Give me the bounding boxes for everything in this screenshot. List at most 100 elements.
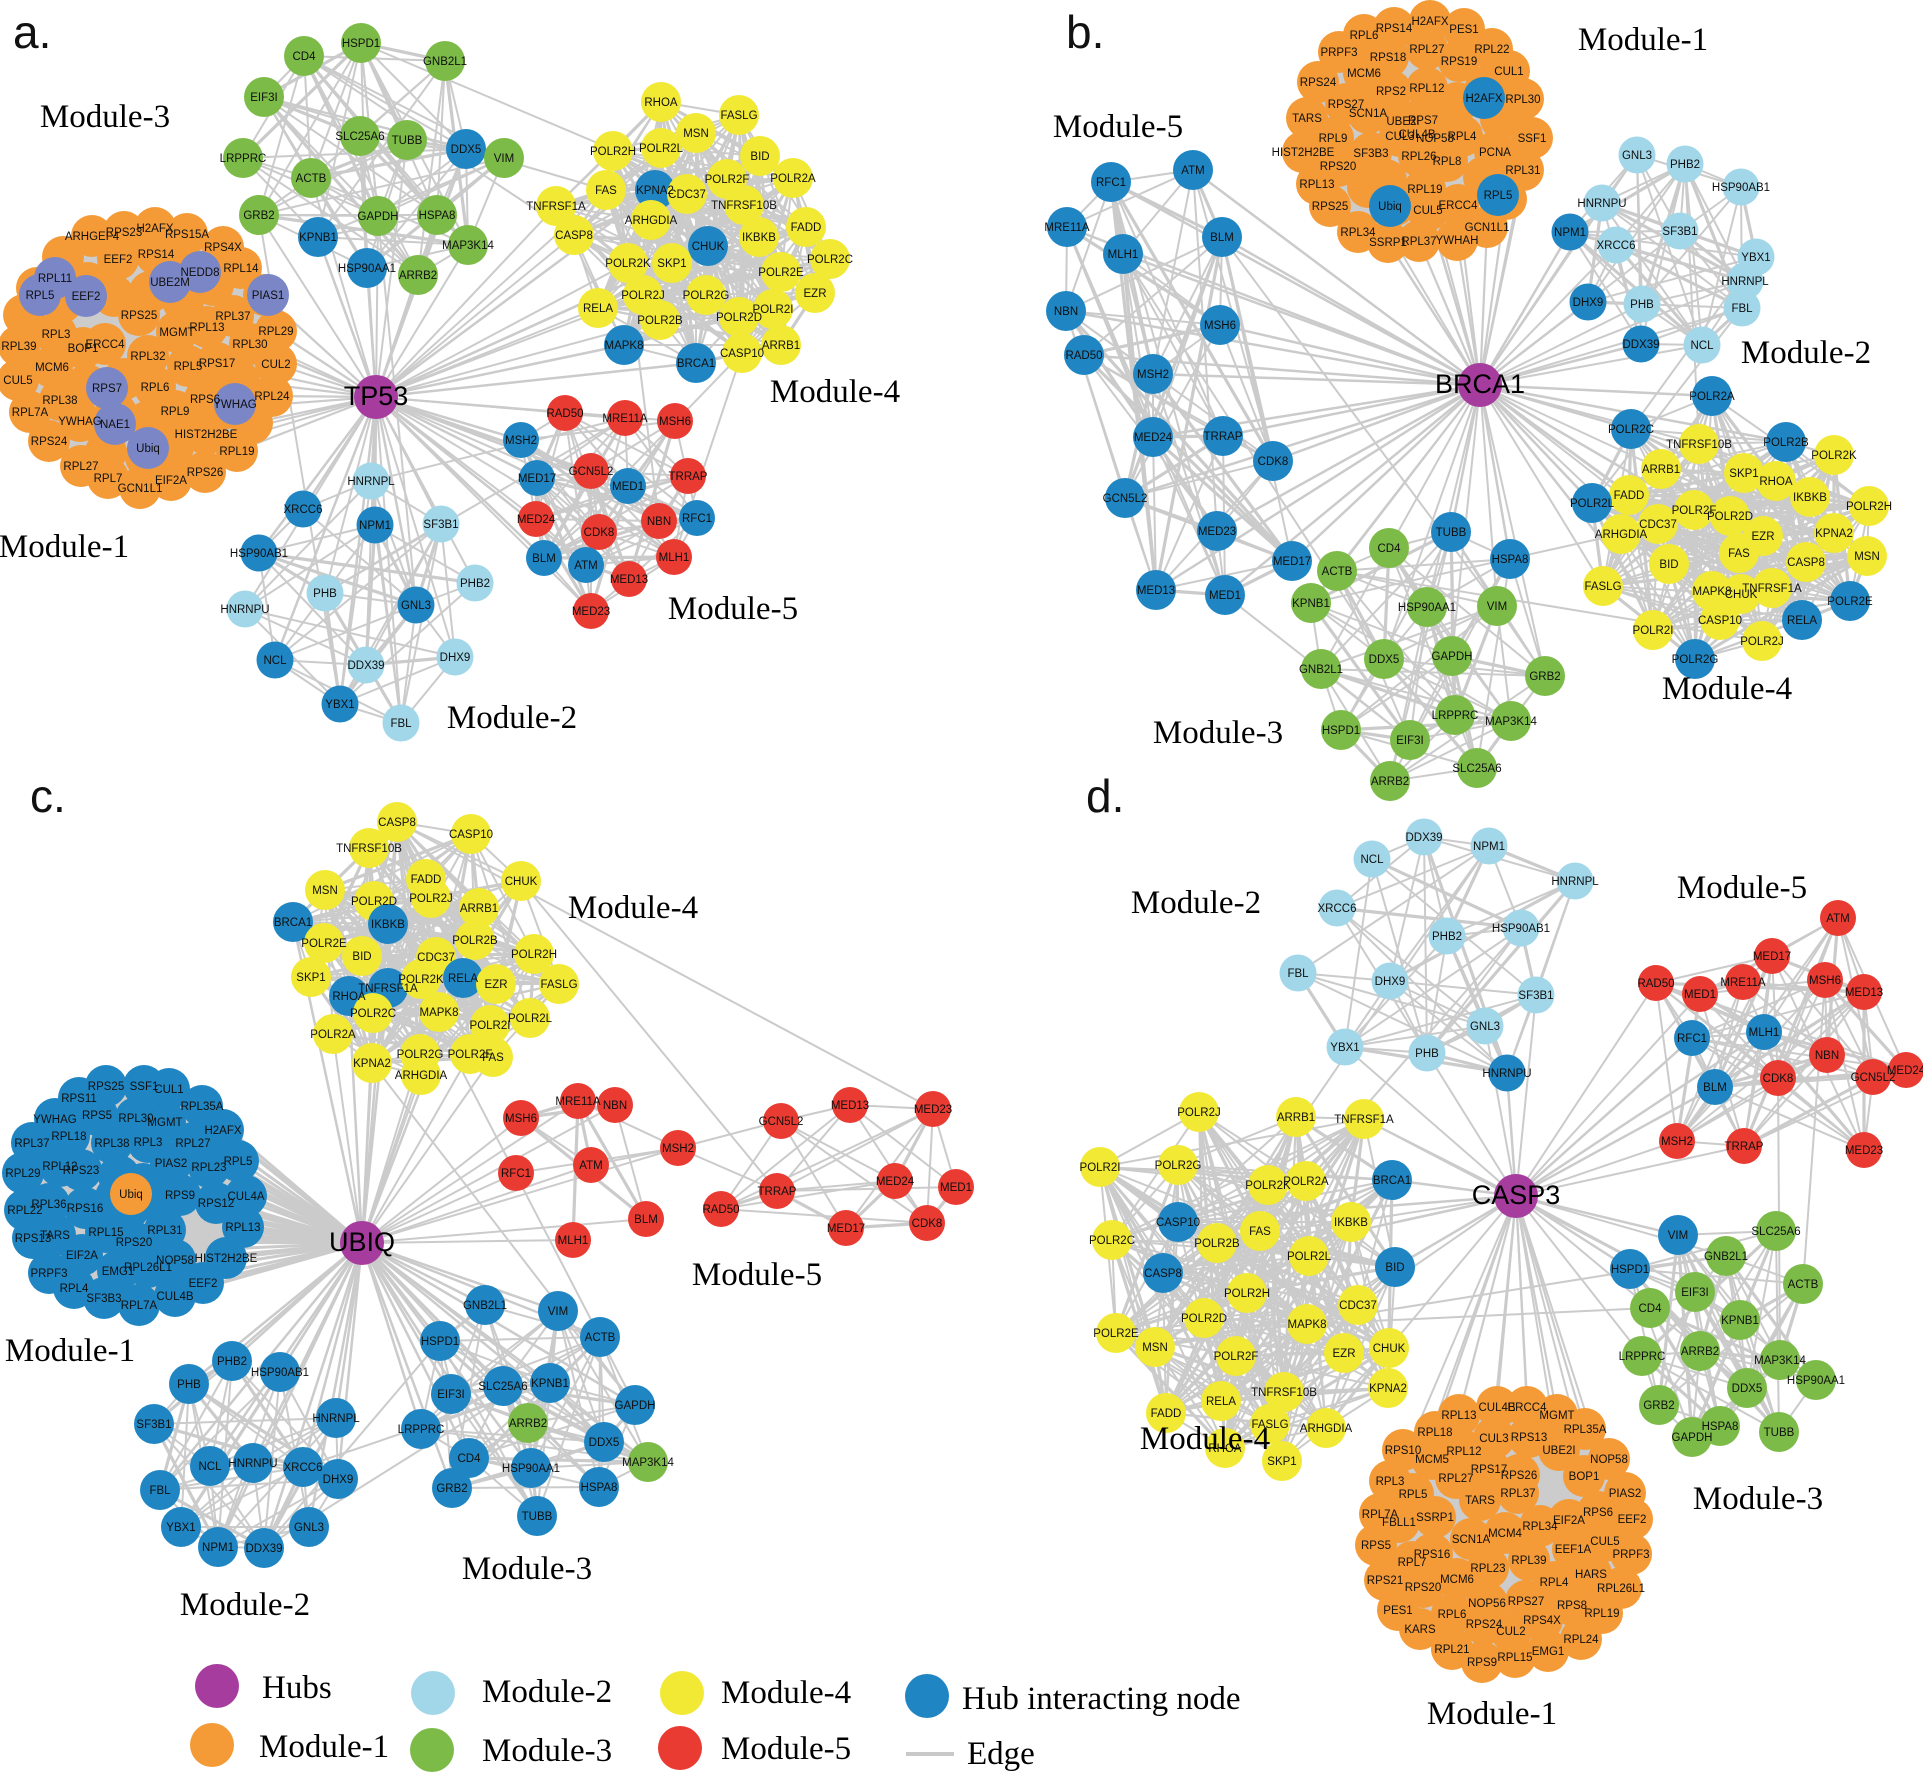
svg-text:MAPK8: MAPK8 <box>605 340 644 352</box>
svg-text:HSP90AB1: HSP90AB1 <box>1712 182 1770 194</box>
svg-text:NBN: NBN <box>647 516 671 528</box>
svg-text:Module-1: Module-1 <box>1427 1696 1557 1732</box>
svg-text:MRE11A: MRE11A <box>602 413 647 425</box>
svg-text:RPS20: RPS20 <box>1320 161 1356 173</box>
svg-text:CUL2: CUL2 <box>261 359 290 371</box>
svg-text:GCN5L2: GCN5L2 <box>1103 493 1148 505</box>
svg-text:RPS7: RPS7 <box>1408 115 1438 127</box>
svg-text:RHOA: RHOA <box>1208 1443 1242 1455</box>
svg-text:RPL6: RPL6 <box>1438 1609 1467 1621</box>
svg-text:GCN5L2: GCN5L2 <box>759 1116 804 1128</box>
svg-text:DDX5: DDX5 <box>1732 1383 1763 1395</box>
svg-text:RPL39: RPL39 <box>1 341 36 353</box>
svg-text:VIM: VIM <box>548 1306 568 1318</box>
svg-text:SSRP1: SSRP1 <box>1369 237 1407 249</box>
svg-text:CD4: CD4 <box>292 51 316 63</box>
svg-text:MED13: MED13 <box>610 574 648 586</box>
svg-text:RPL37: RPL37 <box>1500 1488 1535 1500</box>
svg-text:RPL24: RPL24 <box>254 391 290 403</box>
svg-text:MAP3K14: MAP3K14 <box>1754 1355 1806 1367</box>
svg-text:SKP1: SKP1 <box>1729 468 1758 480</box>
svg-text:RPS24: RPS24 <box>31 436 68 448</box>
svg-text:RPL4: RPL4 <box>1448 131 1477 143</box>
svg-text:CDK8: CDK8 <box>912 1218 943 1230</box>
svg-text:PHB: PHB <box>1415 1048 1439 1060</box>
svg-text:H2AFX: H2AFX <box>1465 93 1502 105</box>
svg-text:POLR2E: POLR2E <box>1093 1328 1139 1340</box>
svg-text:DDX39: DDX39 <box>1622 339 1659 351</box>
svg-text:RPL27: RPL27 <box>63 461 98 473</box>
svg-text:YBX1: YBX1 <box>1330 1042 1359 1054</box>
svg-text:LRPPRC: LRPPRC <box>1619 1351 1666 1363</box>
svg-text:RPL19: RPL19 <box>1407 184 1442 196</box>
svg-text:POLR2J: POLR2J <box>1177 1107 1220 1119</box>
svg-text:RPL3: RPL3 <box>1376 1476 1405 1488</box>
svg-text:GRB2: GRB2 <box>436 1483 467 1495</box>
svg-text:FASLG: FASLG <box>720 110 757 122</box>
svg-text:EZR: EZR <box>1333 1348 1356 1360</box>
svg-text:DHX9: DHX9 <box>1375 976 1406 988</box>
svg-text:CASP10: CASP10 <box>449 829 493 841</box>
svg-text:d.: d. <box>1086 770 1124 822</box>
svg-text:TRRAP: TRRAP <box>669 471 708 483</box>
svg-text:DHX9: DHX9 <box>323 1474 354 1486</box>
svg-text:POLR2F: POLR2F <box>705 174 750 186</box>
svg-text:RPL7: RPL7 <box>94 473 123 485</box>
svg-text:POLR2H: POLR2H <box>590 146 636 158</box>
svg-text:Module-4: Module-4 <box>770 374 900 410</box>
svg-text:CUL5: CUL5 <box>3 375 32 387</box>
svg-text:RPL31: RPL31 <box>147 1225 182 1237</box>
svg-text:RPS21: RPS21 <box>1367 1575 1403 1587</box>
svg-text:HSP90AA1: HSP90AA1 <box>1787 1375 1845 1387</box>
svg-text:FASLG: FASLG <box>1584 581 1621 593</box>
svg-text:FAS: FAS <box>595 185 617 197</box>
svg-text:MAP3K14: MAP3K14 <box>1485 716 1537 728</box>
svg-text:CASP10: CASP10 <box>1698 615 1742 627</box>
svg-text:CDC37: CDC37 <box>1639 519 1677 531</box>
svg-text:MED23: MED23 <box>1198 526 1236 538</box>
svg-text:GNL3: GNL3 <box>401 600 431 612</box>
svg-text:ATM: ATM <box>574 560 597 572</box>
svg-text:RPS25: RPS25 <box>88 1081 124 1093</box>
svg-text:PHB2: PHB2 <box>1432 931 1462 943</box>
svg-text:TNFRSF1A: TNFRSF1A <box>1742 583 1802 595</box>
svg-text:YWHAG: YWHAG <box>58 416 102 428</box>
svg-text:POLR2C: POLR2C <box>1608 424 1654 436</box>
svg-text:MGMT: MGMT <box>159 327 194 339</box>
svg-text:SF3B3: SF3B3 <box>1353 148 1388 160</box>
svg-text:RFC1: RFC1 <box>682 513 712 525</box>
svg-text:CHUK: CHUK <box>1373 1343 1406 1355</box>
svg-text:NCL: NCL <box>1690 340 1714 352</box>
svg-text:CDK8: CDK8 <box>584 527 615 539</box>
svg-text:CDK8: CDK8 <box>1258 456 1289 468</box>
svg-text:ARRB1: ARRB1 <box>1642 464 1680 476</box>
svg-text:NCL: NCL <box>198 1461 222 1473</box>
svg-text:EEF2: EEF2 <box>189 1278 218 1290</box>
svg-text:MCM6: MCM6 <box>1347 68 1381 80</box>
svg-text:YBX1: YBX1 <box>1741 252 1770 264</box>
svg-text:XRCC6: XRCC6 <box>1318 903 1357 915</box>
svg-text:RPL13: RPL13 <box>1299 179 1334 191</box>
svg-text:NAE1: NAE1 <box>100 419 130 431</box>
svg-text:POLR2J: POLR2J <box>621 290 664 302</box>
svg-text:ARHGDIA: ARHGDIA <box>1595 529 1648 541</box>
svg-text:RELA: RELA <box>1206 1396 1236 1408</box>
svg-text:MAPK8: MAPK8 <box>420 1007 459 1019</box>
svg-text:MSH6: MSH6 <box>1204 320 1236 332</box>
svg-text:EMG1: EMG1 <box>102 1266 135 1278</box>
svg-text:RPS20: RPS20 <box>116 1237 152 1249</box>
svg-text:MED17: MED17 <box>1753 951 1791 963</box>
svg-text:Module-3: Module-3 <box>40 99 170 135</box>
svg-text:HNRNPU: HNRNPU <box>1577 198 1626 210</box>
svg-text:XRCC6: XRCC6 <box>284 1462 323 1474</box>
svg-text:MLH1: MLH1 <box>1108 249 1139 261</box>
svg-text:RPL27: RPL27 <box>1438 1473 1473 1485</box>
svg-text:RPL15: RPL15 <box>88 1227 123 1239</box>
svg-text:HSPD1: HSPD1 <box>1322 725 1360 737</box>
svg-text:CUL1: CUL1 <box>154 1084 183 1096</box>
svg-text:RFC1: RFC1 <box>1677 1033 1707 1045</box>
svg-text:IKBKB: IKBKB <box>1793 492 1827 504</box>
svg-text:RHOA: RHOA <box>332 991 366 1003</box>
svg-text:RPL5: RPL5 <box>1399 1489 1428 1501</box>
svg-text:TARS: TARS <box>40 1230 70 1242</box>
